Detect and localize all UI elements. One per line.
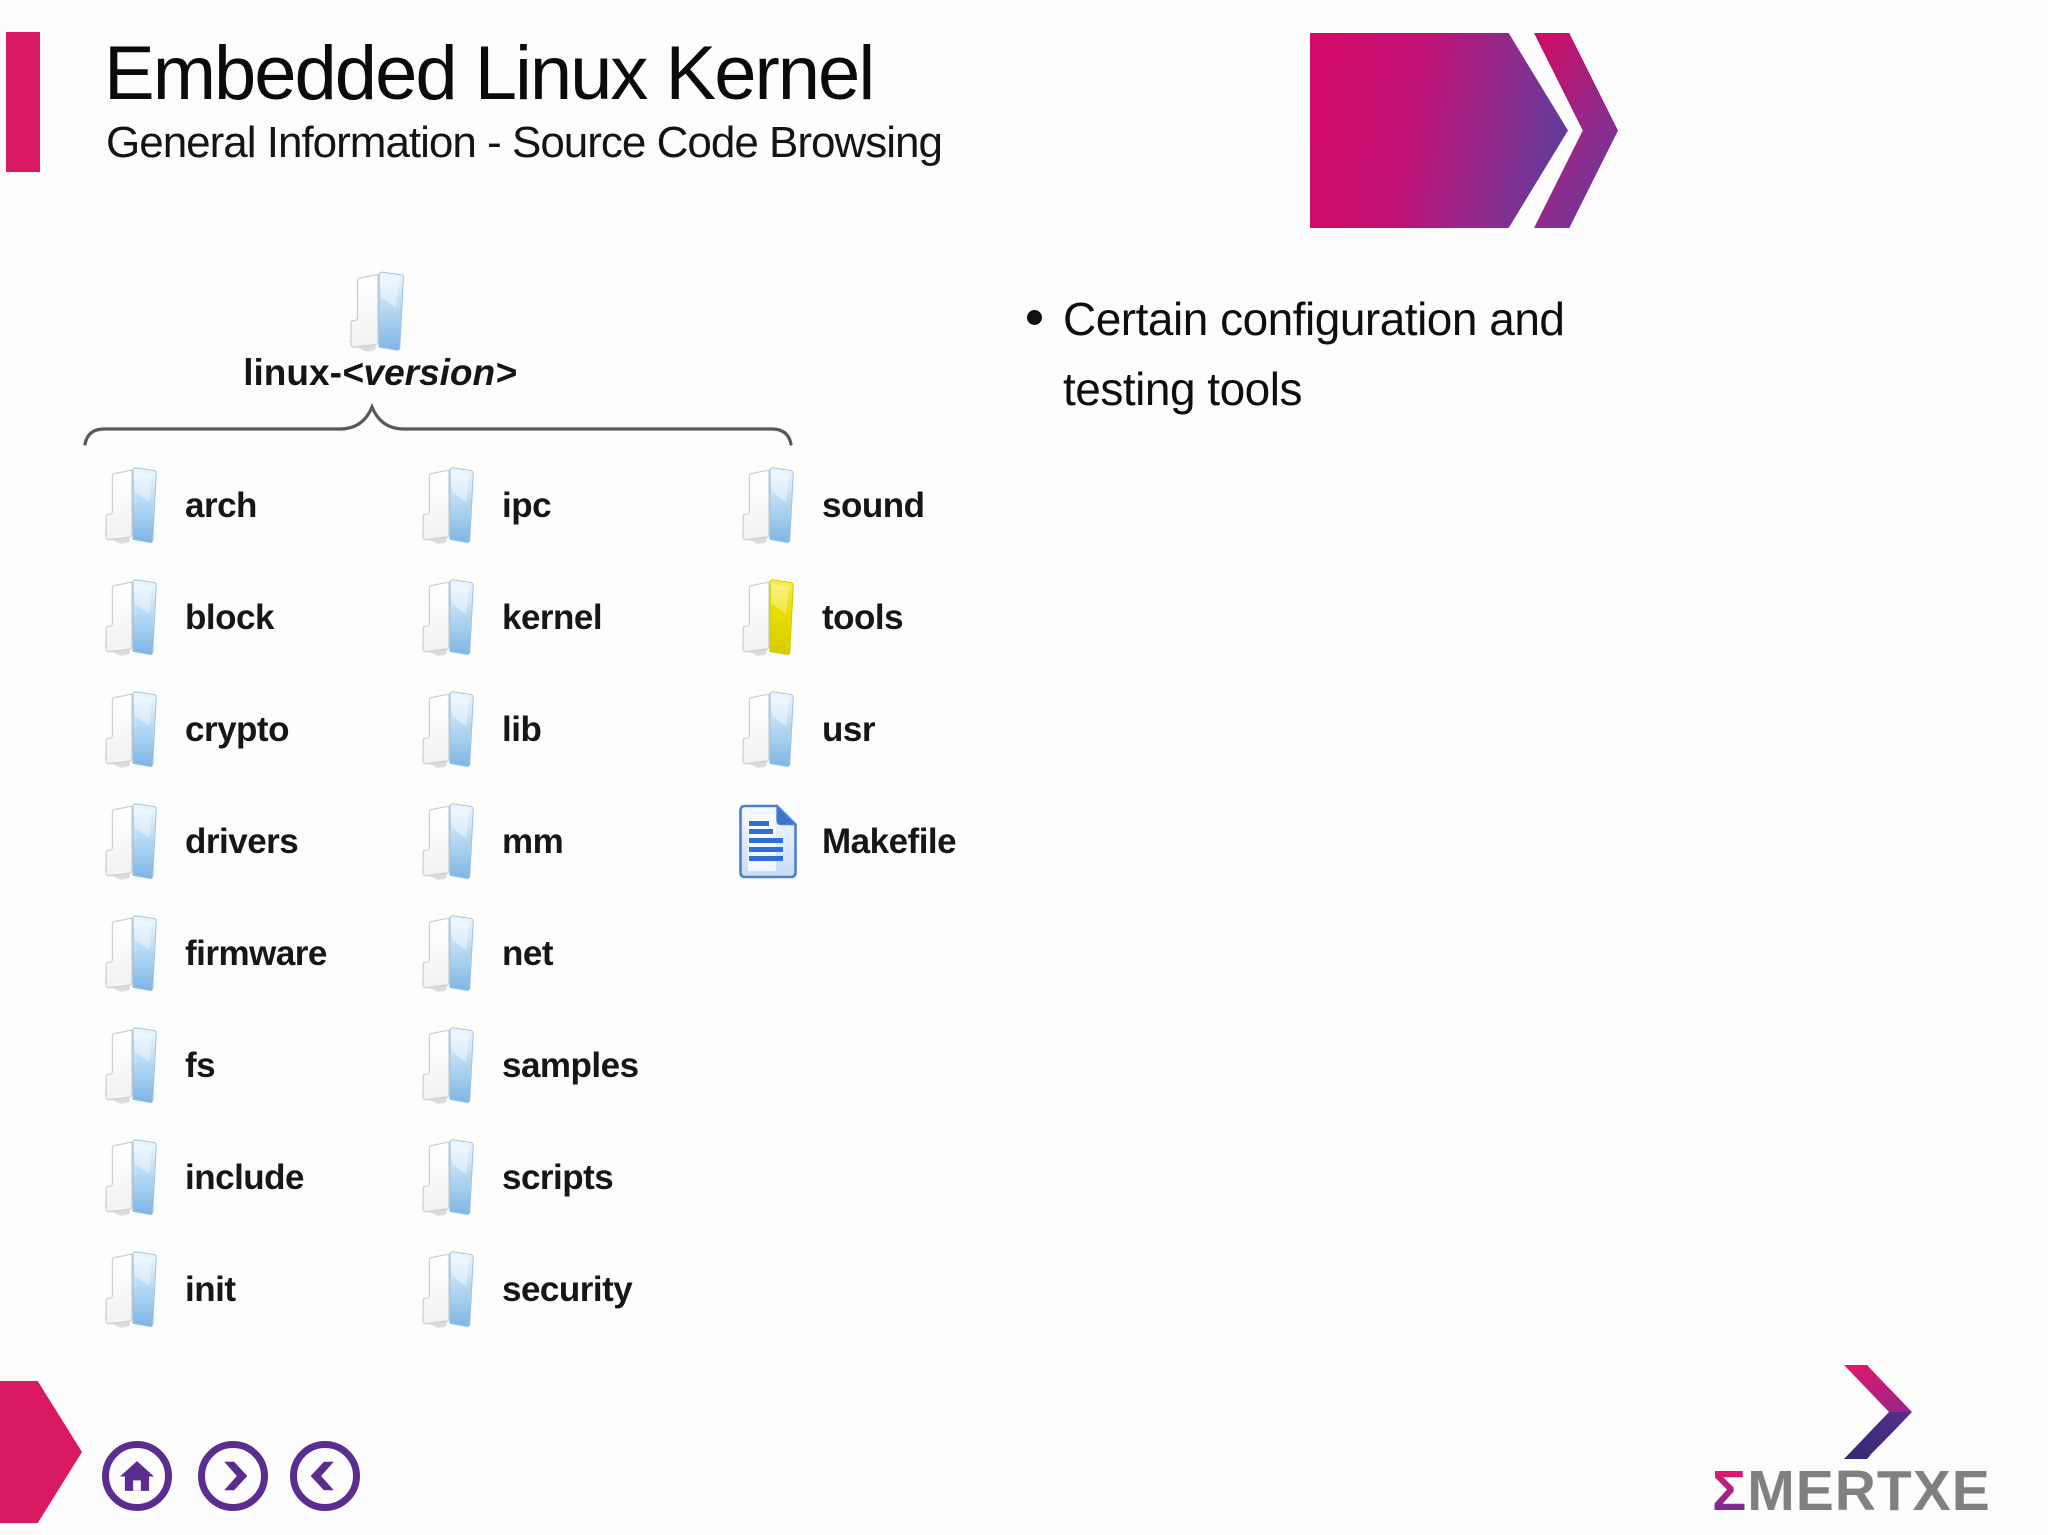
tree-item: fs [95, 1022, 216, 1110]
root-folder-icon [340, 266, 414, 358]
tree-item-label: kernel [502, 598, 603, 637]
footer-arrow-decoration [0, 1381, 82, 1524]
tree-item: Makefile [732, 798, 957, 886]
tree-brace [78, 398, 800, 450]
tree-item: ipc [412, 462, 552, 550]
folder-icon [95, 462, 167, 550]
folder-icon [412, 574, 484, 662]
tree-item: kernel [412, 574, 603, 662]
next-slide-button[interactable] [198, 1441, 268, 1511]
tree-item-label: sound [822, 486, 925, 525]
bullet-text: Certain configuration and testing tools [1063, 293, 1565, 415]
page-title: Embedded Linux Kernel [104, 31, 875, 116]
tree-item: include [95, 1134, 305, 1222]
tree-item: drivers [95, 798, 299, 886]
tree-item: block [95, 574, 274, 662]
folder-icon [732, 462, 804, 550]
emertxe-wordmark: ΣMERTXE [1712, 1458, 1991, 1524]
tree-item: usr [732, 686, 875, 774]
tree-item-label: firmware [185, 934, 327, 973]
accent-bar [6, 32, 40, 172]
home-icon [119, 1461, 155, 1491]
tree-item-label: include [185, 1158, 305, 1197]
folder-icon [95, 798, 167, 886]
folder-icon [412, 1022, 484, 1110]
logo-sigma: Σ [1712, 1459, 1748, 1523]
folder-icon [412, 910, 484, 998]
emertxe-logo-emblem [1840, 1363, 1914, 1461]
tree-item: net [412, 910, 554, 998]
tree-item-label: ipc [502, 486, 552, 525]
tree-item-label: block [185, 598, 274, 637]
folder-icon [732, 574, 804, 662]
tree-item-label: crypto [185, 710, 289, 749]
folder-icon [95, 1022, 167, 1110]
folder-icon [95, 686, 167, 774]
tree-item: security [412, 1246, 633, 1334]
tree-item: scripts [412, 1134, 614, 1222]
root-label-prefix: linux- [243, 352, 342, 393]
tree-item-label: usr [822, 710, 875, 749]
folder-icon [95, 574, 167, 662]
root-label-version: <version> [341, 352, 517, 393]
tree-item: tools [732, 574, 904, 662]
tree-item-label: mm [502, 822, 564, 861]
tree-item-label: Makefile [822, 822, 957, 861]
tree-item: samples [412, 1022, 639, 1110]
tree-item: arch [95, 462, 257, 550]
bullet-dot [1027, 310, 1042, 325]
tree-item-label: tools [822, 598, 904, 637]
tree-item: mm [412, 798, 564, 886]
folder-icon [412, 462, 484, 550]
folder-icon [95, 910, 167, 998]
folder-icon [412, 1134, 484, 1222]
tree-item-label: drivers [185, 822, 299, 861]
tree-item-label: security [502, 1270, 633, 1309]
tree-item-label: samples [502, 1046, 639, 1085]
tree-item-label: scripts [502, 1158, 614, 1197]
tree-item: sound [732, 462, 925, 550]
tree-item: init [95, 1246, 236, 1334]
tree-item: lib [412, 686, 542, 774]
tree-item: firmware [95, 910, 327, 998]
home-button[interactable] [102, 1441, 172, 1511]
tree-item-label: arch [185, 486, 257, 525]
previous-slide-button[interactable] [290, 1441, 360, 1511]
folder-icon [412, 798, 484, 886]
chevron-right-icon [224, 1461, 248, 1491]
document-icon [732, 798, 804, 886]
tree-item-label: lib [502, 710, 542, 749]
folder-icon [412, 1246, 484, 1334]
header-arrow-decoration [1310, 33, 1568, 228]
tree-item-label: net [502, 934, 554, 973]
folder-icon [412, 686, 484, 774]
tree-item: crypto [95, 686, 289, 774]
root-folder-label: linux-<version> [180, 352, 580, 394]
chevron-left-icon [310, 1461, 334, 1491]
folder-icon [95, 1246, 167, 1334]
page-subtitle: General Information - Source Code Browsi… [106, 118, 943, 167]
folder-icon [95, 1134, 167, 1222]
folder-icon [732, 686, 804, 774]
tree-item-label: fs [185, 1046, 216, 1085]
logo-text: MERTXE [1747, 1459, 1991, 1523]
tree-item-label: init [185, 1270, 236, 1309]
